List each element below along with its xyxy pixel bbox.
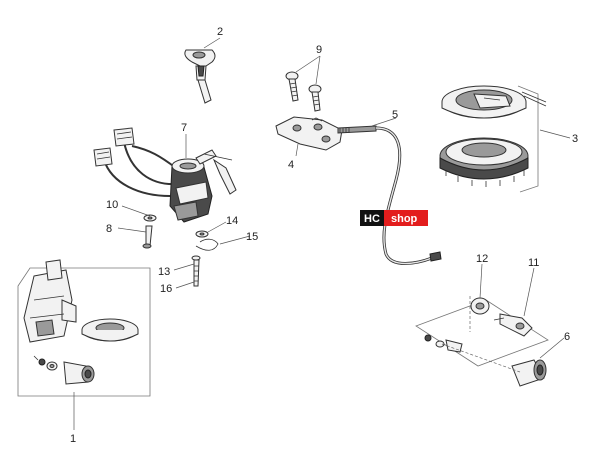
bolts-part [285,71,322,112]
callout-11: 11 [528,257,539,269]
logo-hc-text: HC [364,213,380,225]
leader-lines [73,37,571,430]
callout-7: 7 [181,122,187,134]
callout-15: 15 [246,231,258,243]
logo-shop-text: shop [391,213,418,225]
callout-8: 8 [106,223,112,235]
release-cable-part [337,125,442,265]
washer-bolt-part [142,214,157,249]
bracket-part [275,116,343,151]
callout-12: 12 [476,253,488,265]
callout-4: 4 [288,159,294,171]
callout-16: 16 [160,283,172,295]
callout-5: 5 [392,109,398,121]
lock-kit-part [17,259,151,397]
callout-2: 2 [217,26,223,38]
callout-9: 9 [316,44,322,56]
hc-shop-logo: HC shop [360,210,428,226]
seat-lock-part [415,296,549,387]
callout-1: 1 [70,433,76,445]
small-hardware-part [191,230,219,287]
callout-14: 14 [226,215,238,227]
callout-3: 3 [572,133,578,145]
callout-10: 10 [106,199,118,211]
callout-6: 6 [564,331,570,343]
callout-numbers: 1 2 3 4 5 6 7 8 9 10 11 12 13 14 15 16 [70,26,578,445]
callout-13: 13 [158,266,170,278]
fuel-cap-part [439,85,547,193]
ignition-switch-part [93,127,237,223]
ignition-key-part [184,49,216,104]
